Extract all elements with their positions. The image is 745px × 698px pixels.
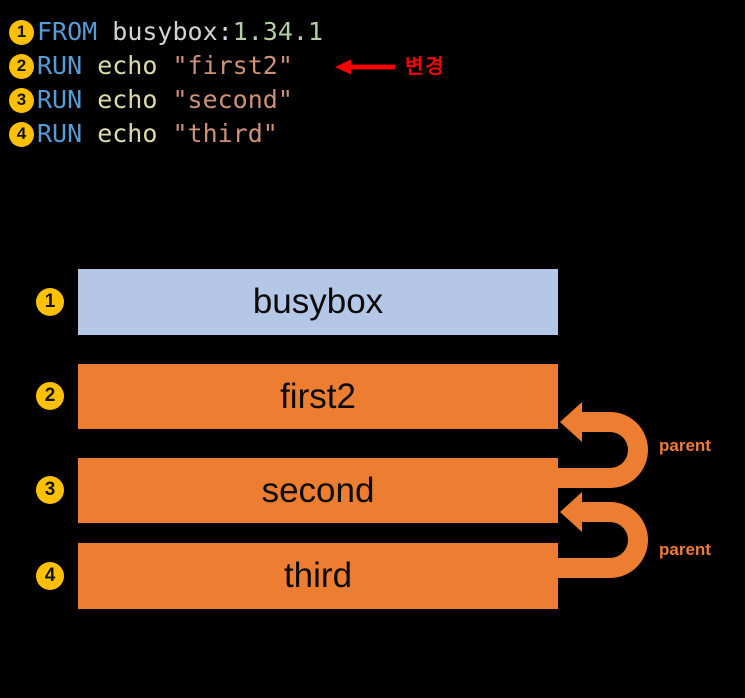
code-token-command: echo — [82, 119, 173, 148]
layer-3-badge: 3 — [36, 476, 64, 504]
code-token-string: "first2" — [172, 51, 293, 80]
code-token-string: "third" — [172, 119, 278, 148]
code-token-image-tag: 1.34.1 — [232, 17, 323, 46]
step-4-badge: 4 — [9, 121, 34, 147]
layer-1-badge: 1 — [36, 288, 64, 316]
left-arrow-icon — [335, 59, 395, 75]
layer-box-first2: first2 — [78, 364, 558, 429]
step-3-badge: 3 — [9, 87, 34, 113]
uturn-arrow-third-to-second — [552, 492, 648, 578]
code-token-keyword: RUN — [37, 119, 83, 148]
code-token-keyword: RUN — [37, 85, 83, 114]
layer-box-busybox: busybox — [78, 269, 558, 335]
code-token-string: "second" — [172, 85, 293, 114]
code-token-command: echo — [82, 51, 173, 80]
change-label: 변경 — [405, 56, 446, 78]
layer-2-badge: 2 — [36, 382, 64, 410]
uturn-arrow-second-to-first2 — [552, 402, 648, 488]
code-token-keyword: FROM — [37, 17, 98, 46]
code-token-keyword: RUN — [37, 51, 83, 80]
layer-label: third — [283, 556, 353, 595]
layer-box-second: second — [78, 458, 558, 523]
step-1-badge: 1 — [9, 19, 34, 45]
change-annotation: 변경 — [335, 56, 446, 78]
layer-4-badge: 4 — [36, 562, 64, 590]
layer-label: busybox — [252, 282, 384, 321]
step-2-badge: 2 — [9, 53, 34, 79]
parent-label-2: parent — [659, 540, 711, 559]
code-token-image-name: busybox: — [97, 17, 233, 46]
layer-label: first2 — [280, 376, 356, 416]
layer-box-third: third — [78, 543, 558, 609]
code-token-command: echo — [82, 85, 173, 114]
parent-label-1: parent — [659, 436, 711, 455]
layer-label: second — [261, 470, 375, 510]
